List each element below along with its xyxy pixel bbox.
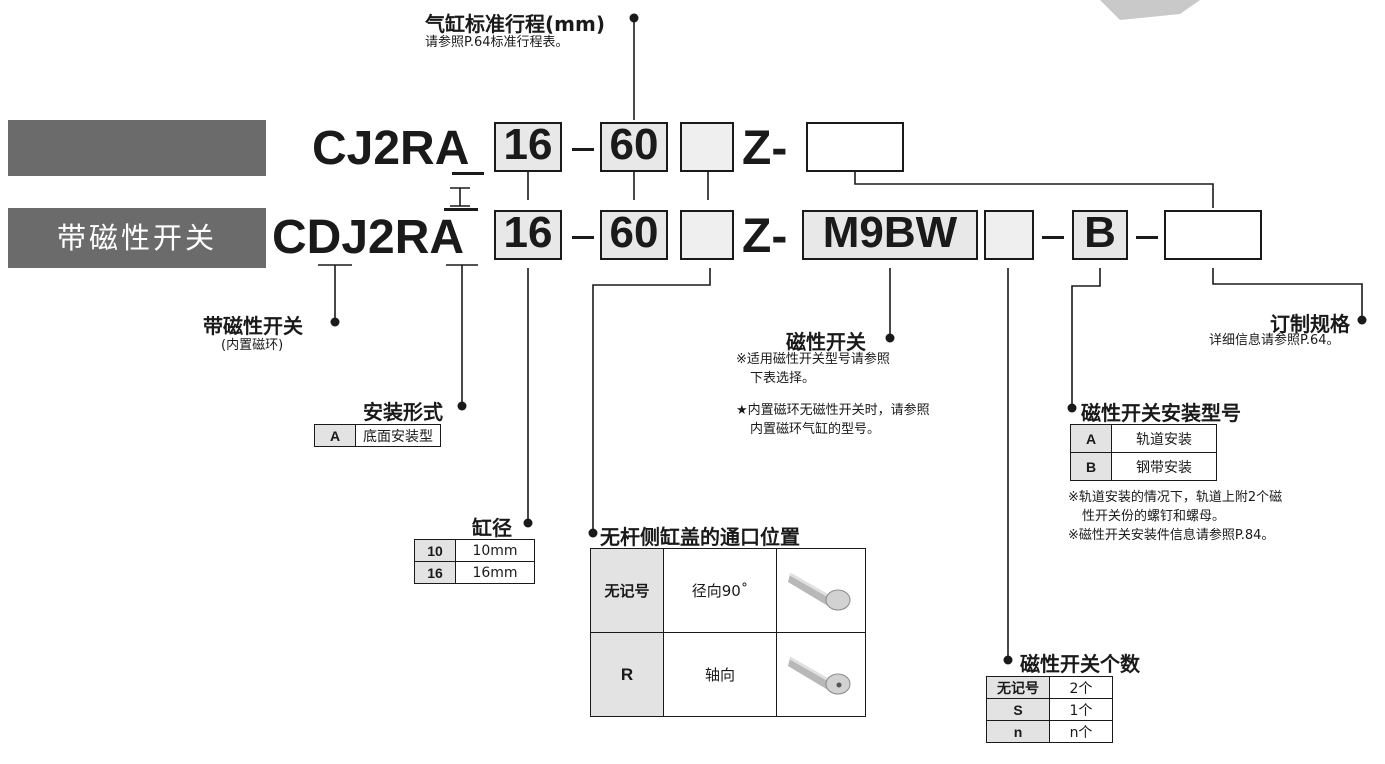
count-row-none: 无记号 2个	[986, 676, 1113, 699]
bore-row-10: 10 10mm	[414, 539, 535, 562]
port-key-radial: 无记号	[590, 548, 664, 633]
row2-port-box	[680, 210, 734, 260]
row2-bore-box: 16	[494, 210, 562, 260]
count-row-n: n n个	[986, 720, 1113, 743]
mounting-title: 安装形式	[363, 400, 443, 424]
switch-note-3: ★内置磁环无磁性开关时，请参照	[736, 403, 930, 418]
row2-dash-2	[1042, 236, 1064, 239]
mounting-dot	[457, 401, 467, 411]
stroke-title: 气缸标准行程(mm)	[425, 12, 605, 36]
bracket-connector	[1071, 268, 1101, 408]
count-title: 磁性开关个数	[1020, 652, 1140, 676]
bracket-dot	[1067, 403, 1077, 413]
row1-prefix: CJ2RA	[312, 122, 470, 175]
corner-graphic	[1100, 0, 1200, 20]
row1-port-box	[680, 122, 734, 172]
magnet-note: (内置磁环)	[221, 338, 284, 353]
count-key-n: n	[986, 720, 1050, 743]
row1-dash	[572, 148, 594, 151]
port-image-axial-cell	[776, 632, 866, 717]
count-value-none: 2个	[1049, 676, 1113, 699]
bore-key-16: 16	[414, 561, 456, 584]
row1-bar	[8, 120, 266, 176]
mounting-value: 底面安装型	[355, 424, 441, 447]
bracket-row-a: A 轨道安装	[1070, 424, 1217, 453]
axial-port-cylinder-image	[788, 656, 851, 694]
bore-options: 10 10mm 16 16mm	[414, 539, 535, 584]
count-row-s: S 1个	[986, 698, 1113, 721]
mount-form-link	[450, 187, 470, 207]
count-dot	[1003, 655, 1013, 665]
switch-note-1: ※适用磁性开关型号请参照	[736, 352, 890, 367]
row2-count-box	[984, 210, 1034, 260]
bracket-note-2: 性开关份的螺钉和螺母。	[1082, 509, 1226, 524]
bracket-value-a: 轨道安装	[1111, 424, 1217, 453]
custom-note: 详细信息请参照P.64。	[1209, 333, 1340, 348]
row1-empty-box	[806, 122, 904, 172]
radial-port-cylinder-image	[788, 572, 851, 610]
row1-a-underline	[452, 172, 484, 175]
bracket-key-a: A	[1070, 424, 1112, 453]
switch-dot	[885, 333, 895, 343]
custom-link	[854, 172, 1214, 208]
port-title: 无杆侧缸盖的通口位置	[600, 525, 800, 549]
port-value-axial: 轴向	[663, 632, 777, 717]
bracket-note-3: ※磁性开关安装件信息请参照P.84。	[1068, 528, 1275, 543]
port-dot	[588, 528, 598, 538]
bore-row-16: 16 16mm	[414, 561, 535, 584]
custom-dot	[1357, 315, 1367, 325]
magnet-dot	[330, 317, 340, 327]
bore-value-16: 16mm	[455, 561, 535, 584]
row2-prefix: CDJ2RA	[272, 211, 465, 264]
bracket-value-b: 钢带安装	[1111, 452, 1217, 481]
switch-title: 磁性开关	[786, 330, 866, 354]
bracket-row-b: B 钢带安装	[1070, 452, 1217, 481]
bracket-key-b: B	[1070, 452, 1112, 481]
port-connector	[592, 268, 711, 533]
count-table: 无记号 2个 S 1个 n n个	[986, 676, 1113, 743]
port-value-radial: 径向90˚	[663, 548, 777, 633]
row2-mount-box: B	[1072, 210, 1128, 260]
count-value-s: 1个	[1049, 698, 1113, 721]
row2-bar: 带磁性开关	[8, 208, 266, 268]
row1-stroke-box: 60	[600, 122, 668, 172]
stroke-dot	[629, 13, 639, 23]
row1-bore-box: 16	[494, 122, 562, 172]
custom-title: 订制规格	[1270, 312, 1350, 336]
row2-bar-label: 带磁性开关	[56, 221, 217, 255]
port-key-axial: R	[590, 632, 664, 717]
bore-title: 缸径	[472, 516, 512, 540]
bore-key-10: 10	[414, 539, 456, 562]
bracket-table: A 轨道安装 B 钢带安装	[1070, 424, 1217, 481]
row2-switch-box: M9BW	[802, 210, 978, 260]
row2-dash-3	[1136, 236, 1158, 239]
count-value-n: n个	[1049, 720, 1113, 743]
switch-note-2: 下表选择。	[750, 371, 816, 386]
bracket-note-1: ※轨道安装的情况下，轨道上附2个磁	[1068, 490, 1283, 505]
row2-dash-1	[572, 236, 594, 239]
row2-stroke-box: 60	[600, 210, 668, 260]
magnet-title: 带磁性开关	[203, 314, 303, 338]
row2-custom-box	[1164, 210, 1262, 260]
mounting-row: A 底面安装型	[314, 424, 441, 447]
custom-connector	[1212, 268, 1363, 320]
mounting-table: A 底面安装型	[314, 424, 441, 447]
port-image-radial-cell	[776, 548, 866, 633]
row2-suffix: Z-	[742, 210, 788, 263]
count-key-s: S	[986, 698, 1050, 721]
bracket-title: 磁性开关安装型号	[1081, 401, 1241, 425]
port-row-axial: R 轴向	[590, 632, 866, 717]
switch-note-4: 内置磁环气缸的型号。	[750, 422, 881, 437]
bore-dot	[523, 518, 533, 528]
port-table: 无记号 径向90˚ R 轴向	[590, 548, 866, 717]
count-key-none: 无记号	[986, 676, 1050, 699]
stroke-note: 请参照P.64标准行程表。	[425, 35, 569, 50]
row1-suffix: Z-	[742, 122, 788, 175]
row2-a-overline	[444, 208, 478, 211]
port-row-radial: 无记号 径向90˚	[590, 548, 866, 633]
mounting-key: A	[314, 424, 356, 447]
bore-value-10: 10mm	[455, 539, 535, 562]
